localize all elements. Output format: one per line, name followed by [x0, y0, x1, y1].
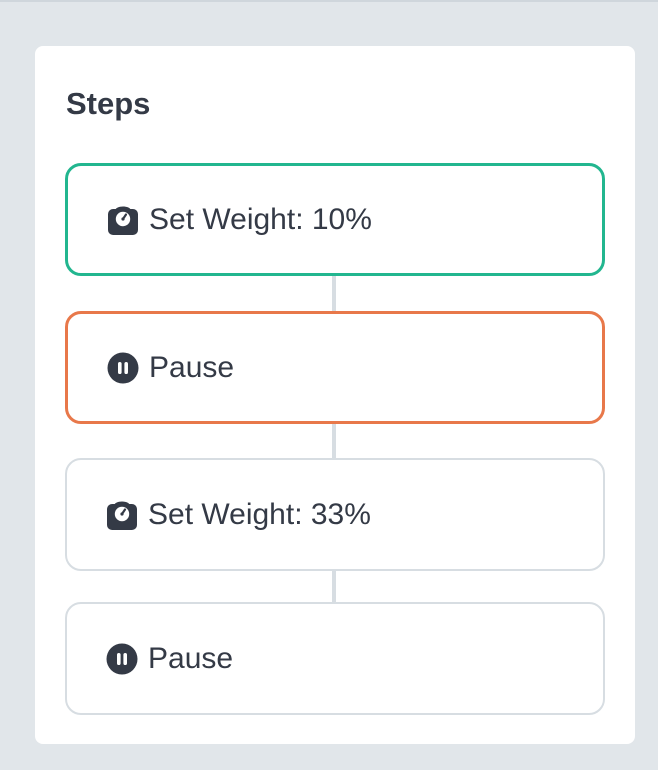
step-4-pause[interactable]: Pause: [65, 602, 605, 715]
step-label: Pause: [149, 350, 235, 384]
scale-weight-icon: [105, 498, 138, 531]
step-3-set-weight[interactable]: Set Weight: 33%: [65, 458, 605, 571]
step-connector: [332, 424, 336, 459]
pause-icon: [106, 351, 139, 384]
panel-title: Steps: [66, 86, 151, 121]
step-1-set-weight[interactable]: Set Weight: 10%: [65, 163, 605, 276]
top-divider: [0, 0, 658, 2]
scale-weight-icon: [106, 203, 139, 236]
step-connector: [332, 570, 336, 604]
steps-panel: Steps Set Weight: 10% Pause: [35, 46, 635, 744]
step-2-pause[interactable]: Pause: [65, 311, 605, 424]
step-label: Set Weight: 10%: [149, 202, 372, 236]
step-connector: [332, 276, 336, 311]
pause-icon: [105, 642, 138, 675]
step-label: Pause: [148, 641, 234, 675]
step-label: Set Weight: 33%: [148, 497, 371, 531]
